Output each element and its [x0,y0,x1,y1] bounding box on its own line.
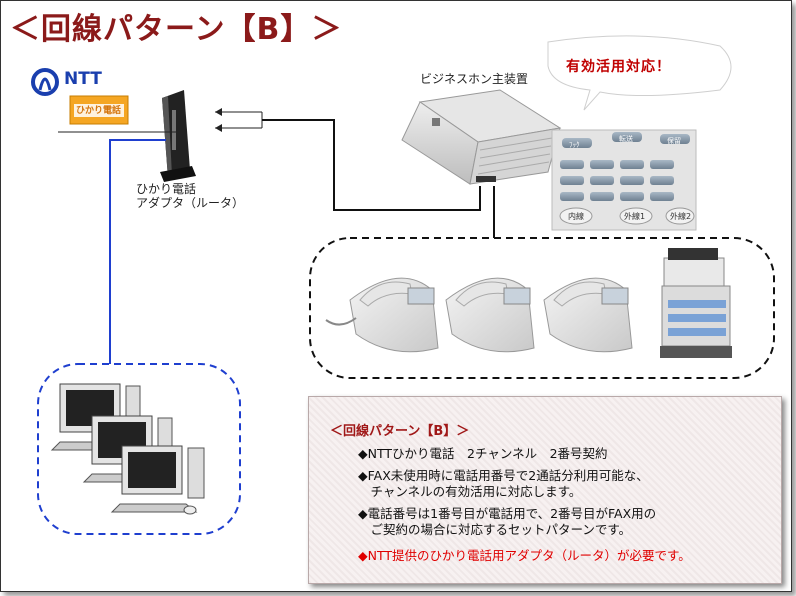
arrow-left-icon [215,124,222,132]
keypad-key-label: 内線 [568,211,584,221]
business-phone-icon [445,277,535,353]
pbx-connection-line [262,119,481,211]
keypad-key-label: ﾌｯｸ [569,141,580,149]
info-panel-title: ＜回線パターン【B】＞ [330,424,470,439]
info-bullet: ◆FAX未使用時に電話用番号で2通話分利用可能な、 [358,468,649,483]
keypad-key-label: 外線2 [670,211,691,221]
info-bullet: ◆NTTひかり電話 2チャンネル 2番号契約 [358,446,608,461]
info-bullet: ◆電話番号は1番号目が電話用で、2番号目がFAX用の [358,506,657,521]
speech-bubble [547,35,732,111]
arrow-left-icon [215,108,222,116]
info-panel [308,396,782,584]
keypad-key-label: 保留 [667,136,681,145]
business-phone-icon [325,277,439,353]
info-bullet: ご契約の場合に対応するセットパターンです。 [358,522,632,537]
keypad-key-label: 転送 [619,134,633,143]
keypad-key-label: 外線1 [624,211,645,221]
phone-keypad-closeup [551,129,697,231]
pbx-unit [401,89,562,185]
phones-group-boundary [309,237,775,379]
ntt-logo [31,68,59,96]
hikari-denwa-logo-text: ひかり電話 [76,106,122,116]
info-note: ◆NTT提供のひかり電話用アダプタ（ルータ）が必要です。 [358,548,691,563]
info-bullet: チャンネルの有効活用に対応します。 [358,484,582,499]
router-label-line1: ひかり電話 [136,182,197,196]
router-device [160,90,196,182]
router-label-line2: アダプタ（ルータ） [136,196,245,210]
bubble-text: 有効活用対応！ [566,59,671,75]
pbx-label: ビジネスホン主装置 [420,72,529,86]
page-title: ＜回線パターン【B】＞ [10,12,343,47]
business-phone-icon [543,277,633,353]
ntt-brand-text: NTT [64,69,102,89]
pc-group-boundary [37,363,241,535]
desktop-pc-icon [110,445,205,515]
ntt-logo-mark-icon [31,68,59,96]
fax-copier-icon [660,248,732,358]
lan-line [109,139,166,364]
